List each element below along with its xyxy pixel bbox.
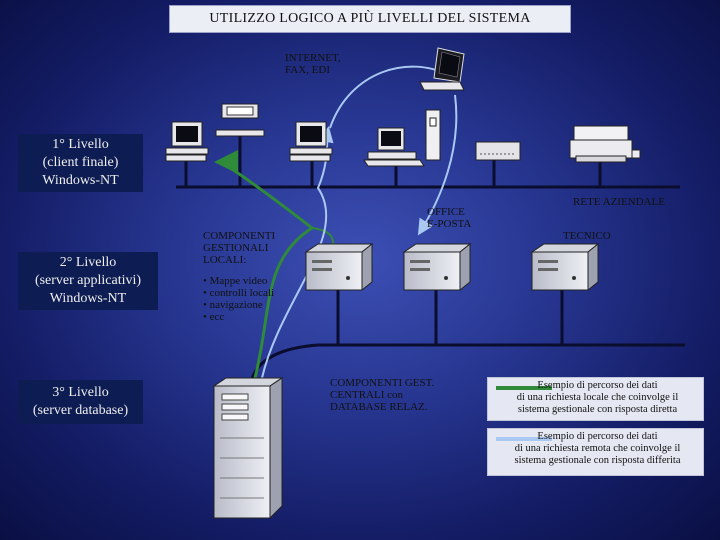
legend-local-swatch <box>496 386 552 390</box>
componenti-gest-label: COMPONENTI GEST. CENTRALI con DATABASE R… <box>330 377 435 413</box>
level-3-box: 3° Livello (server database) <box>18 380 143 424</box>
level-2-label: 2° Livello (server applicativi) Windows-… <box>34 255 142 306</box>
printer-icon <box>569 125 641 163</box>
pc-icon <box>165 121 209 162</box>
componenti-locali-label: COMPONENTI GESTIONALI LOCALI: <box>203 230 276 266</box>
level-2-box: 2° Livello (server applicativi) Windows-… <box>18 252 158 310</box>
componenti-item: • Mappe video <box>203 275 268 287</box>
laptop-icon <box>419 47 465 91</box>
tecnico-label: TECNICO <box>563 230 611 242</box>
server-icon <box>530 242 600 292</box>
level-1-box: 1° Livello (client finale) Windows-NT <box>18 134 143 192</box>
remote-mail-path <box>417 94 458 236</box>
local-request-path <box>214 150 315 379</box>
remote-internet-path <box>329 62 452 129</box>
legend-remote-text: Esempio di percorso dei dati di una rich… <box>514 431 681 466</box>
legend-local: Esempio di percorso dei dati di una rich… <box>487 377 704 421</box>
legend-remote: Esempio di percorso dei dati di una rich… <box>487 428 704 476</box>
internet-label: INTERNET, FAX, EDI <box>285 52 341 76</box>
mainframe-icon <box>475 141 521 161</box>
componenti-item: • controlli locali <box>203 287 275 299</box>
server-icon <box>304 242 374 292</box>
pc-icon <box>289 121 333 162</box>
legend-remote-swatch <box>496 437 552 441</box>
level-1-label: 1° Livello (client finale) Windows-NT <box>42 137 119 188</box>
office-label: OFFICE E-POSTA <box>427 206 472 230</box>
pc-icon <box>363 109 441 167</box>
database-server-icon <box>212 377 284 520</box>
rete-aziendale-label: RETE AZIENDALE <box>573 196 665 208</box>
terminal-icon <box>215 103 265 137</box>
server-icon <box>402 242 472 292</box>
componenti-item: • navigazione <box>203 299 263 311</box>
slide-title: UTILIZZO LOGICO A PIÙ LIVELLI DEL SISTEM… <box>169 5 571 33</box>
level-3-label: 3° Livello (server database) <box>32 385 129 418</box>
legend-local-text: Esempio di percorso dei dati di una rich… <box>516 380 679 415</box>
componenti-list: • Mappe video • controlli locali • navig… <box>203 275 303 323</box>
componenti-item: • ecc <box>203 311 225 323</box>
